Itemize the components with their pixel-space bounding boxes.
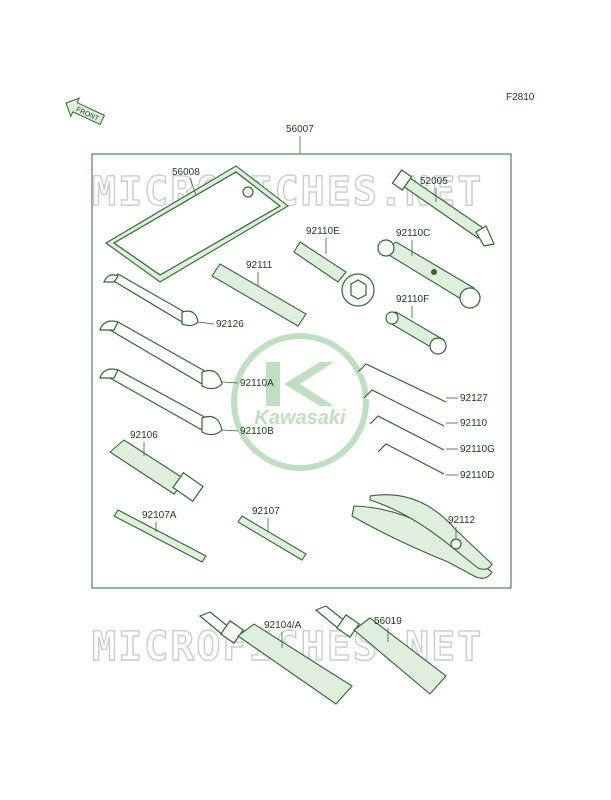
label-bit: 92107	[252, 506, 280, 517]
hex-key-92110	[363, 389, 445, 427]
label-bag: 56008	[172, 167, 200, 178]
grease-tube-2	[314, 605, 447, 695]
box-wrench-c	[377, 239, 481, 309]
label-bar: 92111	[246, 260, 273, 271]
label-hex-4: 92110D	[460, 470, 494, 481]
label-tube-1: 92104/A	[264, 620, 302, 631]
label-tube-2: 56019	[374, 616, 402, 627]
label-hex-3: 92110G	[460, 444, 495, 455]
label-box-wrench-e: 92110E	[306, 226, 340, 237]
plug-wrench-handle	[391, 169, 495, 247]
tommy-bar	[211, 263, 307, 327]
kit-number-label: 56007	[286, 124, 314, 135]
grease-tube-1	[198, 611, 353, 705]
label-wrench-mid: 92110A	[240, 378, 274, 389]
bit-a	[113, 509, 207, 563]
hex-key-92110g	[369, 415, 445, 451]
label-screwdriver: 92106	[130, 430, 158, 441]
tool-bag	[104, 165, 289, 283]
front-arrow-icon: FRONT	[65, 97, 106, 126]
label-wrench-b: 92110B	[240, 426, 274, 437]
figure-code: F2810	[506, 92, 535, 103]
label-plug-handle: 52005	[420, 176, 448, 187]
box-wrench-e	[293, 241, 375, 307]
wrench-mid	[99, 320, 223, 390]
label-wrench-small: 92126	[216, 319, 244, 330]
label-hex-2: 92110	[460, 418, 488, 429]
screwdriver-handle	[109, 439, 204, 503]
pliers	[351, 494, 493, 579]
label-pliers: 92112	[448, 515, 476, 526]
kawasaki-logo: Kawasaki	[231, 333, 369, 471]
bit	[237, 515, 307, 561]
label-box-wrench-f: 92110F	[396, 294, 429, 305]
hex-key-92110d	[377, 443, 445, 475]
wrench-small	[103, 273, 199, 327]
svg-text:Kawasaki: Kawasaki	[254, 407, 346, 429]
hex-key-92127	[357, 363, 447, 403]
label-box-wrench-c: 92110C	[396, 228, 430, 239]
wrench-b	[99, 368, 223, 436]
kit-frame	[91, 153, 512, 589]
box-wrench-f	[385, 311, 447, 355]
label-bit-a: 92107A	[142, 510, 177, 521]
label-hex-1: 92127	[460, 393, 488, 404]
